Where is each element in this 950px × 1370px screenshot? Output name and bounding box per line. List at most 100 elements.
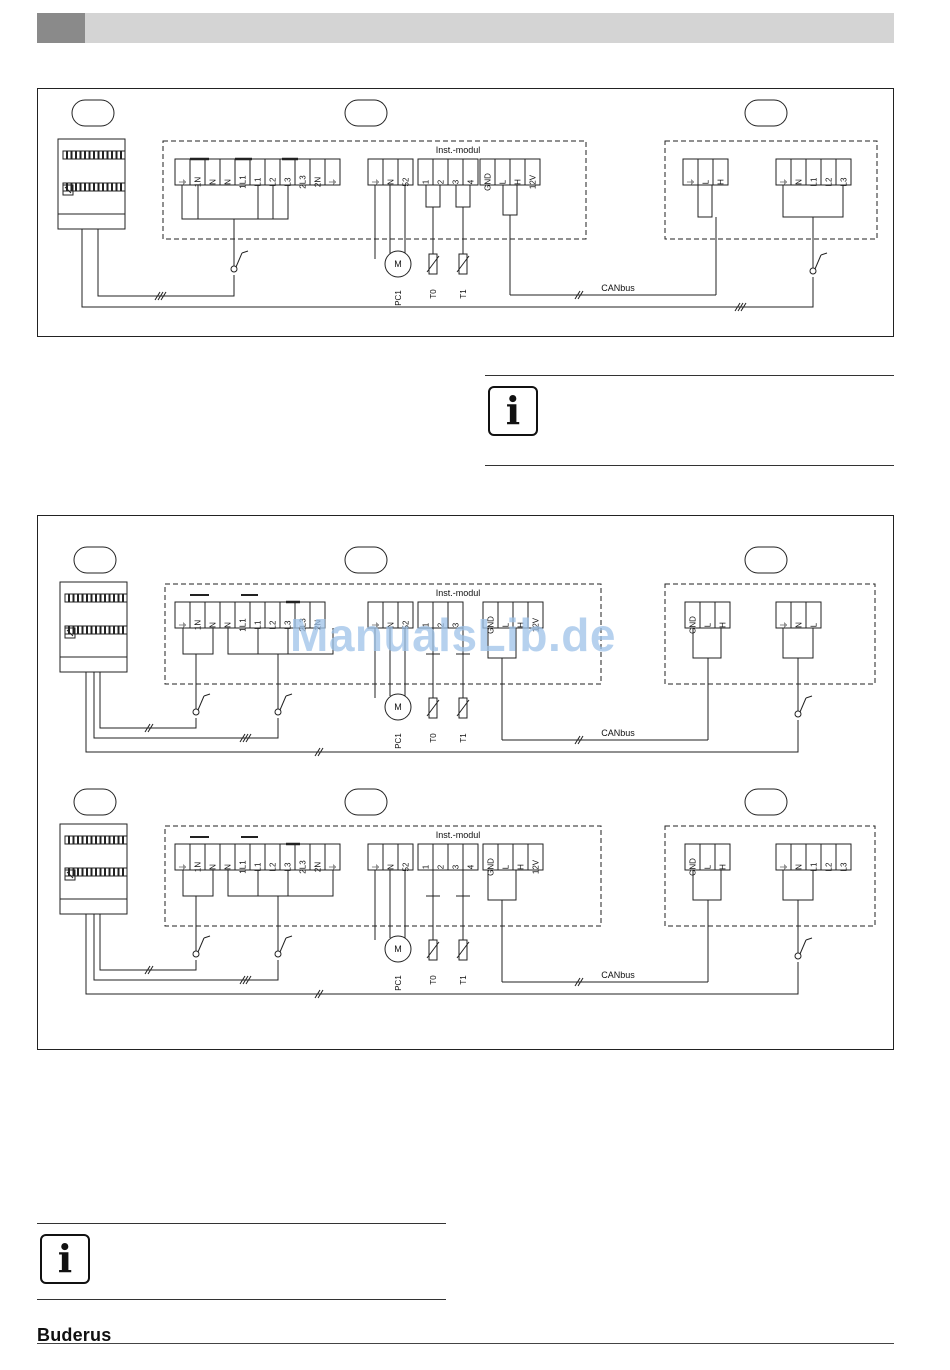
terminal-label: H [517, 622, 526, 628]
pump-label: PC1 [394, 733, 403, 749]
terminal-label: 4 [467, 864, 476, 869]
cable-tick-mark [577, 977, 584, 987]
info-icon: i [40, 1234, 90, 1284]
terminal-label: 52 [402, 620, 411, 629]
cable-tick-mark [317, 989, 324, 999]
din-breaker [91, 593, 96, 603]
terminal-label: L1 [810, 862, 819, 871]
din-breaker [62, 182, 67, 192]
terminal-label: 4 [467, 179, 476, 184]
pump-symbol: M [394, 944, 402, 954]
plug-circle [809, 267, 817, 275]
cable-tick-mark [154, 291, 161, 301]
supply-cable-1 [99, 672, 197, 729]
supply-cable-1 [97, 229, 235, 297]
reference-oval-b [344, 788, 388, 816]
din-breaker [85, 182, 90, 192]
din-breaker [105, 625, 110, 635]
plug-head [805, 937, 813, 941]
terminal-label: H [719, 864, 728, 870]
terminal-label: N [209, 179, 218, 185]
terminal-label: ⏚ [329, 178, 338, 186]
module-label: Inst.-modul [436, 588, 481, 598]
din-breaker [89, 182, 94, 192]
sensor-body [428, 253, 438, 275]
terminal-label: ⏚ [780, 178, 789, 186]
sensor-body [458, 253, 468, 275]
terminal-label: 2N [314, 620, 323, 630]
plug-cord [799, 939, 807, 955]
sensor-slash [456, 255, 470, 273]
din-breaker [96, 867, 101, 877]
terminal-label: 3 [452, 622, 461, 627]
din-breaker [103, 182, 108, 192]
terminal-label: 1N [194, 862, 203, 872]
cable-tick-mark [147, 965, 154, 975]
cable-tick-mark [734, 302, 741, 312]
plug-circle [192, 708, 200, 716]
pump-symbol: M [394, 702, 402, 712]
cable-tick-mark [245, 975, 252, 985]
terminal-label: L [704, 622, 713, 627]
reference-oval-a [73, 546, 117, 574]
terminal-label: 12V [532, 617, 541, 632]
distribution-box [57, 138, 126, 230]
reference-oval-2 [344, 99, 388, 127]
terminal-label: GND [487, 616, 496, 634]
terminal-cell [714, 843, 731, 871]
plug-circle [794, 952, 802, 960]
din-breaker [118, 625, 123, 635]
terminal-cell [835, 843, 852, 871]
terminal-label: L3 [840, 862, 849, 871]
installation-module-frame [164, 583, 602, 685]
module-label: Inst.-modul [436, 145, 481, 155]
sensor-slash [426, 941, 440, 959]
cable-tick-mark [574, 735, 581, 745]
terminal-cell [527, 601, 544, 629]
din-breaker [100, 593, 105, 603]
reference-oval-3 [744, 99, 788, 127]
sensor-body [428, 697, 438, 719]
din-breaker [114, 593, 119, 603]
external-unit-frame [664, 825, 876, 927]
terminal-label: 52 [402, 862, 411, 871]
terminal-label: 3 [452, 864, 461, 869]
terminal-label: L2 [825, 177, 834, 186]
power-wiring-2 [227, 870, 334, 897]
external-unit-frame [664, 140, 878, 240]
cable-tick-mark [574, 290, 581, 300]
din-breaker [89, 150, 94, 160]
plug-circle [274, 950, 282, 958]
din-breaker [78, 625, 83, 635]
plug-head [203, 935, 211, 939]
terminal-label: L [499, 179, 508, 184]
din-breaker [64, 625, 69, 635]
terminal-label: L1 [810, 177, 819, 186]
din-breaker [116, 182, 121, 192]
terminal-label: L3 [284, 862, 293, 871]
din-breaker [67, 150, 72, 160]
terminal-label: L [704, 864, 713, 869]
ext-bus-cable [692, 869, 722, 901]
din-breaker [78, 867, 83, 877]
terminal-label: 1N [194, 177, 203, 187]
cable-tick-mark [160, 291, 167, 301]
terminal-label: L1 [254, 177, 263, 186]
reference-oval-1 [71, 99, 115, 127]
terminal-label: L2 [269, 862, 278, 871]
sensor-label: T0 [429, 733, 438, 743]
din-breaker [114, 835, 119, 845]
plug-cord [279, 937, 287, 953]
din-breaker [82, 835, 87, 845]
terminal-label: N [795, 864, 804, 870]
power-wiring-1 [182, 870, 214, 897]
plug-head [805, 695, 813, 699]
terminal-label: 3 [452, 179, 461, 184]
din-breaker [114, 867, 119, 877]
reference-oval-a [73, 788, 117, 816]
main-switch [64, 627, 76, 639]
plug-circle [274, 708, 282, 716]
sensor-slash [426, 699, 440, 717]
plug-circle [794, 710, 802, 718]
